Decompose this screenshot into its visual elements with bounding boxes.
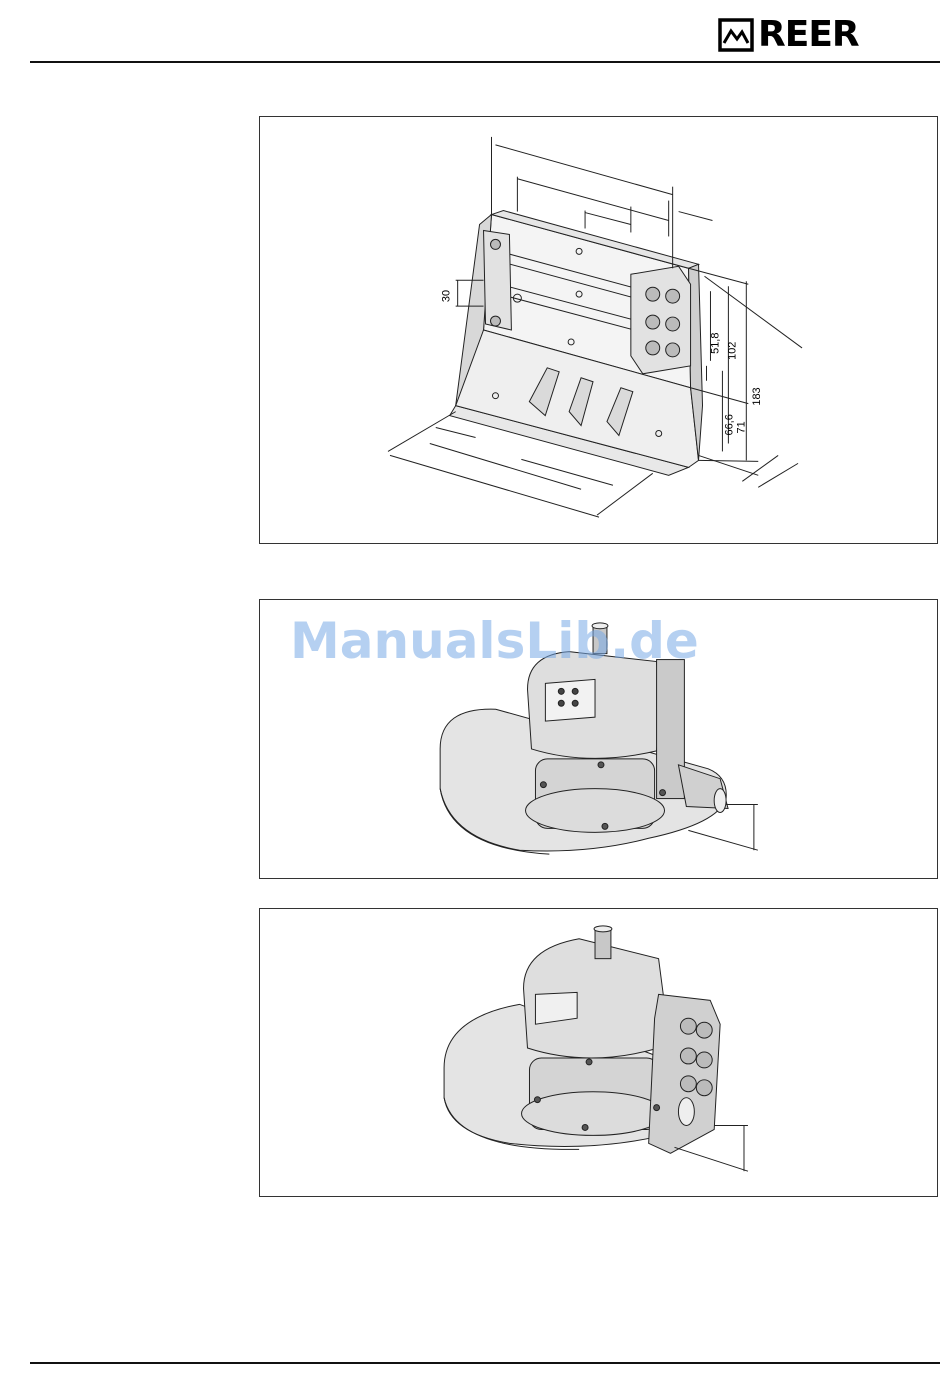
- header-rule: [30, 61, 940, 63]
- dim-71: 71: [735, 421, 747, 433]
- dim-102: 102: [726, 342, 738, 360]
- dim-30: 30: [441, 290, 453, 302]
- scanner-side-figure: [259, 908, 938, 1197]
- scanner-side-drawing: [260, 909, 937, 1196]
- dim-51-8: 51,8: [709, 333, 721, 354]
- reer-logo-mark-icon: [718, 17, 754, 53]
- bracket-dimension-figure: 30 51,8 102 66,6 71 183: [259, 116, 938, 544]
- footer-rule: [30, 1362, 940, 1364]
- dim-183: 183: [751, 387, 763, 405]
- bracket-drawing: 30 51,8 102 66,6 71 183: [260, 117, 937, 543]
- watermark: ManualsLib.de: [290, 612, 699, 670]
- dim-66-6: 66,6: [723, 414, 735, 435]
- logo-text: REER: [758, 17, 859, 53]
- reer-logo: REER: [718, 14, 859, 56]
